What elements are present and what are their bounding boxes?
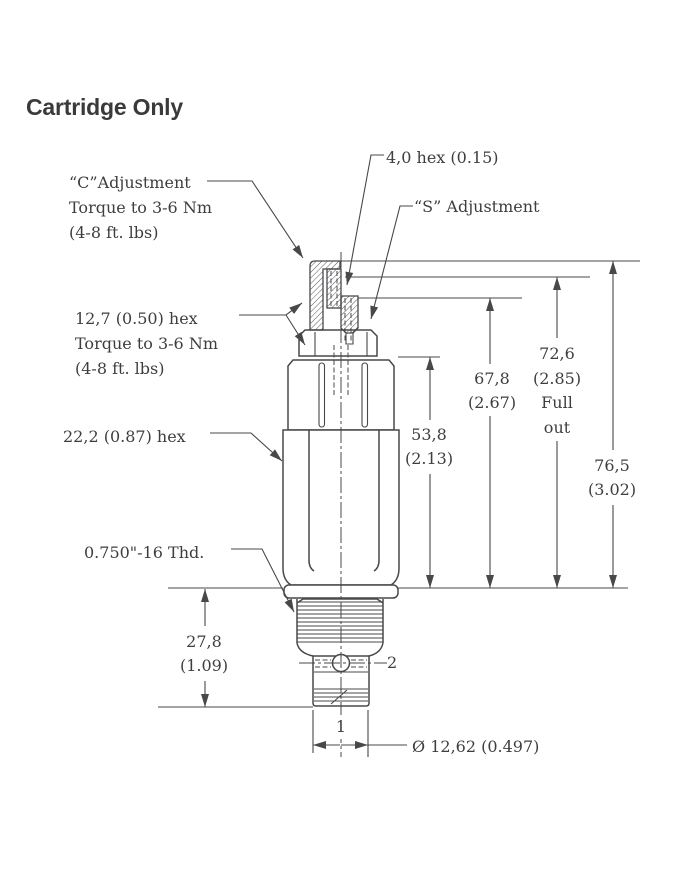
hex-127-leader-lower xyxy=(285,314,306,346)
thread-label: 0.750"-16 Thd. xyxy=(84,543,205,562)
hex-222-label: 22,2 (0.87) hex xyxy=(63,427,186,446)
hex-127-leader-upper xyxy=(239,302,303,316)
port-2-label: 2 xyxy=(387,653,398,672)
extension-lines xyxy=(158,260,640,757)
s-screw-upper xyxy=(326,268,342,309)
s-adjustment-leader xyxy=(370,205,413,320)
nose-section xyxy=(299,653,387,707)
s-screw-lower xyxy=(340,295,359,334)
hex-222-leader xyxy=(210,432,283,462)
hidden-lines xyxy=(330,271,352,396)
diameter-label: Ø 12,62 (0.497) xyxy=(412,737,540,756)
dimension-76-5: 76,5 (3.02) xyxy=(587,456,637,499)
hex-40-label: 4,0 hex (0.15) xyxy=(386,148,499,167)
dimension-27-8: 27,8 (1.09) xyxy=(179,632,229,675)
hex-127-label: 12,7 (0.50) hex Torque to 3-6 Nm (4-8 ft… xyxy=(75,309,218,378)
dimension-72-6: 72,6 (2.85) Full out xyxy=(532,344,582,437)
dimension-lines xyxy=(201,261,617,749)
c-adjustment-leader xyxy=(207,180,304,259)
s-adjustment-label: “S” Adjustment xyxy=(414,197,540,216)
page-title: Cartridge Only xyxy=(26,94,183,120)
locknut xyxy=(298,329,378,357)
port-1-label: 1 xyxy=(331,715,351,739)
leader-lines xyxy=(207,154,413,613)
thread-section xyxy=(296,598,384,657)
c-adjustment-label: “C”Adjustment Torque to 3-6 Nm (4-8 ft. … xyxy=(69,173,212,242)
dimension-53-8: 53,8 (2.13) xyxy=(404,425,454,468)
dimension-67-8: 67,8 (2.67) xyxy=(467,369,517,412)
hex-40-leader xyxy=(345,154,384,286)
hex-facets xyxy=(308,362,380,572)
thread-leader xyxy=(231,548,295,613)
